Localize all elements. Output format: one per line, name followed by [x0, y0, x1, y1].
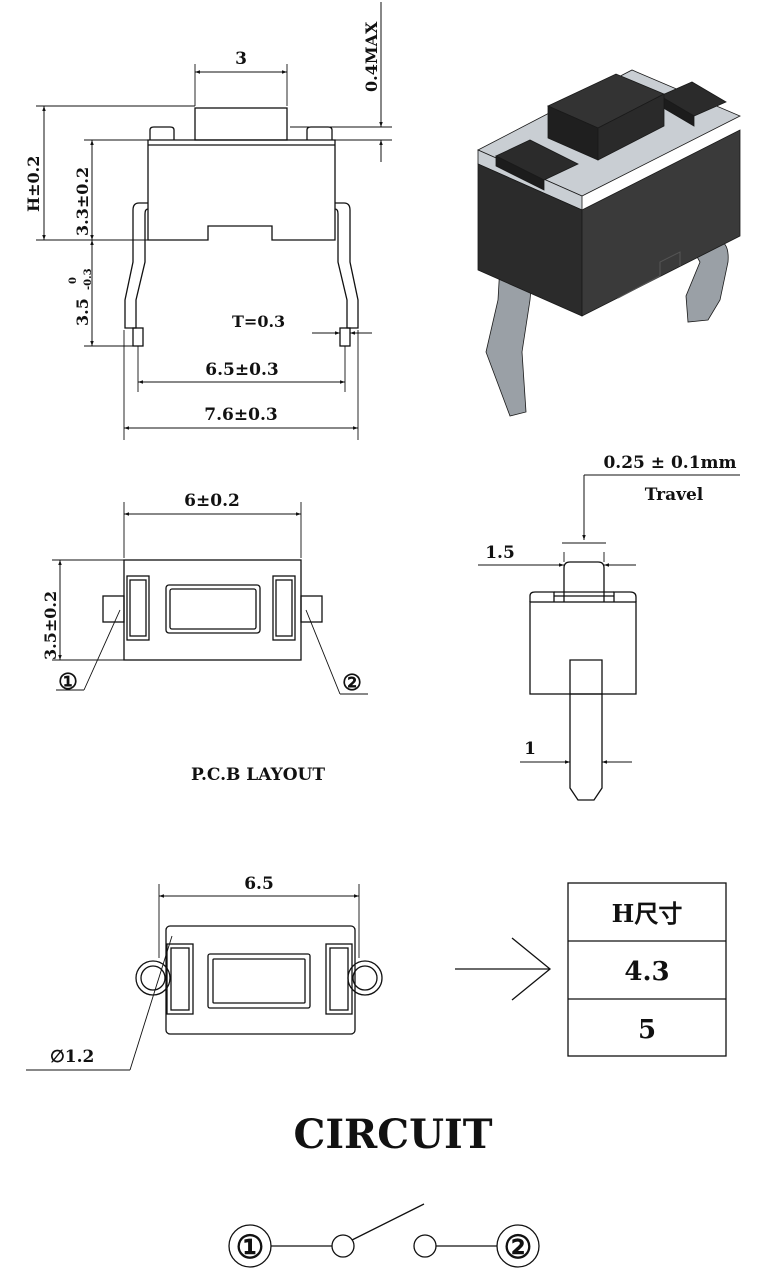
circuit-switch-lever — [351, 1203, 425, 1241]
side-cover-tab-right — [306, 126, 333, 140]
iso-view — [477, 69, 741, 417]
circuit-pin2-circle — [496, 1224, 540, 1268]
footprint-actuator-outer — [207, 953, 311, 1009]
h-table-outline — [567, 882, 727, 1057]
dim-lead-length-tol-lower: -0.3 — [83, 268, 94, 290]
footprint-dim-pitch: 6.5 — [244, 874, 274, 894]
footprint-actuator-inner — [212, 958, 306, 1004]
pcb-layout-caption: P.C.B LAYOUT — [191, 765, 325, 785]
h-table-row: 5 — [638, 1015, 656, 1045]
travel-label: Travel — [645, 485, 704, 505]
pcb-pad-right-inner — [275, 579, 293, 637]
pcb-pin2-label: ② — [342, 670, 362, 696]
footprint-dim-hole: ∅1.2 — [50, 1047, 94, 1067]
circuit-pin1-label: ① — [236, 1228, 265, 1266]
h-table-row: 4.3 — [624, 957, 669, 987]
footprint-body-outline — [165, 925, 356, 1035]
side-lead-right — [334, 202, 359, 329]
side-actuator — [194, 107, 288, 141]
footprint-pad-left-outer — [166, 943, 194, 1015]
pcb-terminal-left — [102, 595, 125, 623]
pcb-dim-depth: 3.5±0.2 — [41, 591, 60, 660]
pcb-body-outline — [123, 559, 302, 661]
pcb-terminal-right — [300, 595, 323, 623]
front-actuator — [563, 561, 605, 602]
dim-actuator-width: 3 — [235, 49, 247, 69]
footprint-hole-left — [135, 960, 171, 996]
side-body — [147, 139, 336, 241]
circuit-pin2-label: ② — [504, 1228, 533, 1266]
circuit: CIRCUIT ① ② — [228, 1111, 540, 1268]
dim-overall-width: 7.6±0.3 — [204, 405, 277, 425]
side-lead-left — [124, 202, 149, 329]
footprint-hole-right-inner — [352, 965, 378, 991]
dim-terminal-thickness: T=0.3 — [232, 312, 285, 331]
pcb-pad-right-outer — [272, 575, 296, 641]
arrow-to-table — [455, 937, 552, 1001]
front-lead — [569, 659, 603, 801]
pcb-actuator-inner — [169, 588, 257, 630]
travel-view: 0.25 ± 0.1mm Travel 1.5 1 — [478, 453, 740, 801]
pcb-actuator-outer — [165, 584, 261, 634]
dim-body-height: 3.3±0.2 — [73, 167, 92, 236]
footprint-hole-right — [347, 960, 383, 996]
iso-actuator-side — [597, 93, 665, 161]
front-cover-left — [529, 591, 555, 602]
footprint-pad-right-outer — [325, 943, 353, 1015]
iso-body-notch — [617, 251, 681, 299]
front-cover-right — [613, 591, 637, 602]
h-table-header: H尺寸 — [612, 899, 683, 928]
footprint-view: 6.5 ∅1.2 — [26, 874, 383, 1071]
side-cover-tab-left — [149, 126, 175, 140]
pcb-pad-left-inner — [129, 579, 147, 637]
pcb-pin1-label: ① — [58, 669, 78, 695]
footprint-pad-right-inner — [329, 947, 349, 1011]
side-view: 3 0.4MAX H±0.2 3.3±0.2 3.5 0 -0.3 T=0.3 … — [24, 2, 392, 440]
footprint-pad-left-inner — [170, 947, 190, 1011]
dim-lead-width: 1 — [524, 739, 536, 759]
iso-body-side — [581, 129, 741, 317]
dim-lead-length-tol-upper: 0 — [68, 277, 79, 284]
front-body — [529, 601, 637, 695]
dim-cover-height: 0.4MAX — [362, 21, 381, 92]
circuit-contact-right — [413, 1234, 437, 1258]
side-lead-left-tip — [132, 327, 144, 347]
h-size-table: H尺寸 4.3 5 — [567, 882, 727, 1057]
circuit-title: CIRCUIT — [294, 1111, 493, 1158]
iso-cover-tab-front-edge — [495, 155, 545, 191]
footprint-hole-left-inner — [140, 965, 166, 991]
dim-lead-pitch: 6.5±0.3 — [205, 360, 278, 380]
dim-total-height: H±0.2 — [24, 156, 43, 212]
pcb-layout-view: 6±0.2 3.5±0.2 ① ② P.C.B LAYOUT — [41, 491, 368, 785]
dim-lead-length: 3.5 — [73, 298, 92, 326]
travel-value: 0.25 ± 0.1mm — [603, 453, 736, 473]
pcb-dim-width: 6±0.2 — [184, 491, 240, 511]
side-lead-right-tip — [339, 327, 351, 347]
circuit-contact-left — [331, 1234, 355, 1258]
pcb-pad-left-outer — [126, 575, 150, 641]
dim-actuator-width-front: 1.5 — [485, 543, 515, 563]
